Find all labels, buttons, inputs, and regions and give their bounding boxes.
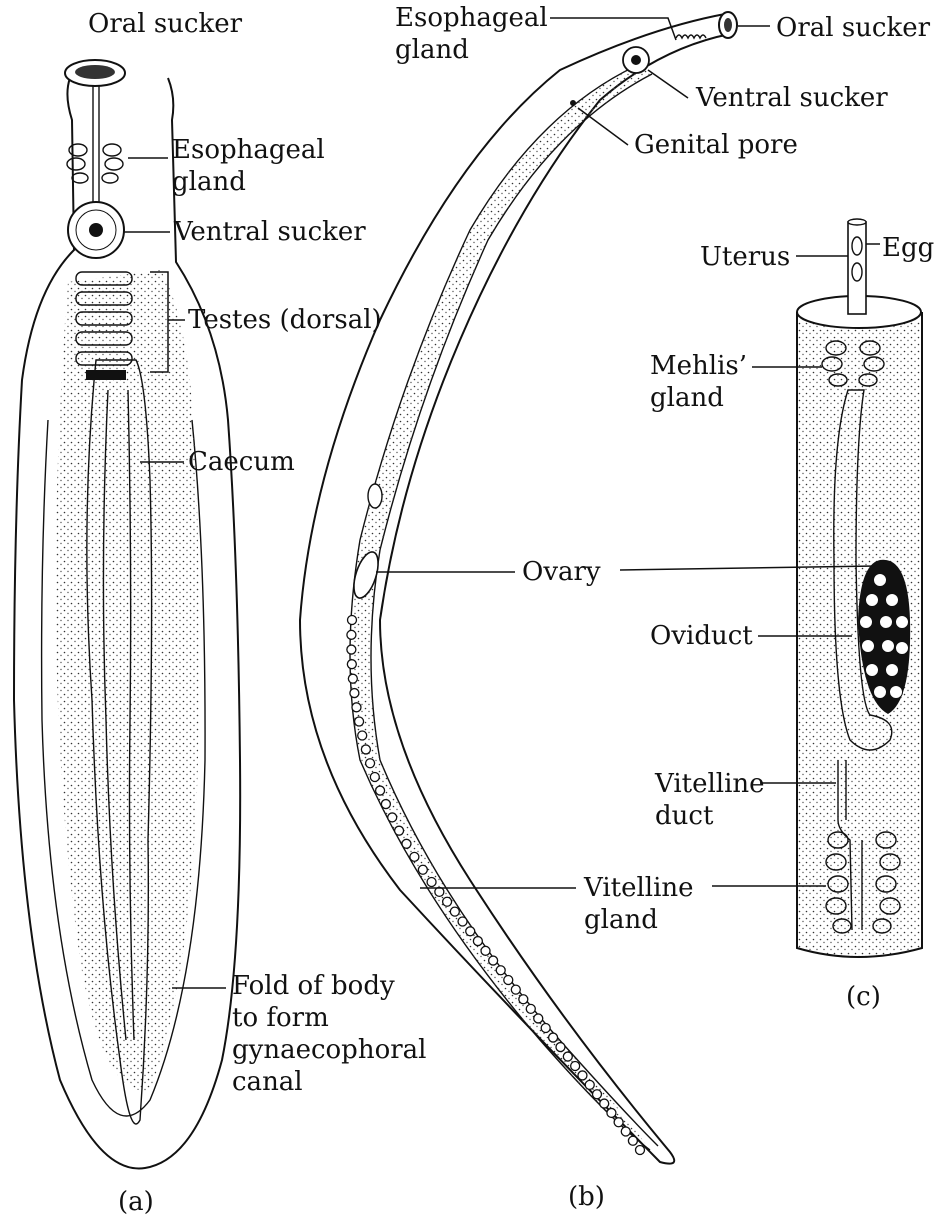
- label-esophageal-a-1: Esophageal: [172, 135, 325, 165]
- label-fold-1: Fold of body: [232, 971, 395, 1001]
- label-fold-3: gynaecophoral: [232, 1035, 426, 1065]
- vitelline-coil: [347, 630, 356, 639]
- vitelline-coil: [376, 786, 385, 795]
- vitelline-coil: [450, 907, 459, 916]
- vitelline-coil: [592, 1090, 601, 1099]
- vitelline-coil: [402, 839, 411, 848]
- ovary-cell: [882, 640, 895, 653]
- label-ventral-sucker-b: Ventral sucker: [695, 83, 888, 113]
- vitelline-coil: [607, 1108, 616, 1117]
- vitelline-coil: [388, 813, 397, 822]
- vitelline-coil: [563, 1052, 572, 1061]
- vitelline-coil: [366, 759, 375, 768]
- body-stipple: [56, 270, 200, 1091]
- ovary-cell: [862, 640, 875, 653]
- vitelline-coil: [466, 927, 475, 936]
- vitelline-coil: [361, 745, 370, 754]
- vitelline-coil: [556, 1043, 565, 1052]
- vitelline-coil: [458, 917, 467, 926]
- vitelline-coil: [348, 616, 357, 625]
- vitelline-coil: [571, 1062, 580, 1071]
- ovary-cell: [860, 616, 873, 629]
- vitelline-coil: [410, 852, 419, 861]
- label-vitelline-duct-1: Vitelline: [654, 769, 765, 799]
- vitelline-coil: [504, 975, 513, 984]
- label-vitelline-duct-2: duct: [655, 801, 714, 831]
- vitelline-coil: [541, 1024, 550, 1033]
- esophageal-gland-b: [676, 35, 706, 38]
- vitelline-coil: [534, 1014, 543, 1023]
- ovary-cell: [866, 594, 879, 607]
- vitelline-coil: [636, 1146, 645, 1155]
- vitelline-coil: [621, 1127, 630, 1136]
- label-esophageal-b-1: Esophageal: [395, 3, 548, 33]
- vitelline-coil: [347, 660, 356, 669]
- vitelline-coil: [443, 897, 452, 906]
- ovary-b: [349, 549, 383, 601]
- vitelline-coil: [496, 966, 505, 975]
- vitelline-coil: [511, 985, 520, 994]
- vitelline-coil: [473, 937, 482, 946]
- vitelline-coil: [427, 877, 436, 886]
- label-ventral-sucker-a: Ventral sucker: [173, 217, 366, 247]
- genital-pore-b: [570, 100, 576, 106]
- caption-b: (b): [568, 1182, 605, 1212]
- vitelline-coil: [489, 956, 498, 965]
- vitelline-coil: [347, 645, 356, 654]
- label-testes: Testes (dorsal): [188, 305, 382, 335]
- vitelline-coil: [628, 1136, 637, 1145]
- label-esophageal-a-2: gland: [172, 167, 246, 197]
- label-oral-sucker-a: Oral sucker: [88, 9, 243, 39]
- label-mehlis-1: Mehlis’: [650, 351, 747, 381]
- vitelline-coil: [395, 826, 404, 835]
- caption-a: (a): [118, 1187, 154, 1217]
- label-ovary: Ovary: [522, 557, 601, 587]
- label-uterus: Uterus: [700, 242, 790, 272]
- ovary-cell: [874, 686, 887, 699]
- vitelline-coil: [614, 1118, 623, 1127]
- vitelline-coil: [526, 1004, 535, 1013]
- ovary-cell: [880, 616, 893, 629]
- label-oviduct: Oviduct: [650, 621, 753, 651]
- caption-c: (c): [846, 982, 881, 1012]
- vitelline-coil: [352, 703, 361, 712]
- ovary-cell: [896, 642, 909, 655]
- vitelline-coil: [481, 946, 490, 955]
- label-esophageal-b-2: gland: [395, 35, 469, 65]
- ovary-cell: [886, 594, 899, 607]
- ovary-cell: [866, 664, 879, 677]
- vitelline-coil: [370, 772, 379, 781]
- vitelline-coil: [578, 1071, 587, 1080]
- egg-c: [852, 237, 862, 255]
- ventral-sucker-a: [68, 202, 124, 258]
- label-oral-sucker-b: Oral sucker: [776, 13, 931, 43]
- label-genital-pore: Genital pore: [634, 130, 798, 160]
- ventral-sucker-b: [623, 47, 649, 73]
- label-caecum: Caecum: [188, 447, 295, 477]
- vitelline-coil: [600, 1099, 609, 1108]
- label-fold-2: to form: [232, 1003, 329, 1033]
- gut-stipple: [350, 64, 652, 1150]
- esophageal-gland-a: [67, 144, 123, 183]
- label-egg: Egg: [882, 233, 934, 263]
- vitelline-coil: [358, 731, 367, 740]
- vitelline-coil: [585, 1080, 594, 1089]
- ovary-cell: [886, 664, 899, 677]
- vitelline-coil: [418, 865, 427, 874]
- vitelline-coil: [355, 717, 364, 726]
- vitelline-coil: [549, 1033, 558, 1042]
- ovary-cell: [896, 616, 909, 629]
- label-fold-4: canal: [232, 1067, 303, 1097]
- label-vitelline-gland-1: Vitelline: [583, 873, 694, 903]
- ovary-cell: [890, 686, 903, 699]
- label-mehlis-2: gland: [650, 383, 724, 413]
- vitelline-coil: [381, 800, 390, 809]
- ovary-cell: [874, 574, 887, 587]
- vitelline-coil: [350, 689, 359, 698]
- vitelline-coil: [348, 674, 357, 683]
- label-vitelline-gland-2: gland: [584, 905, 658, 935]
- vitelline-coil: [519, 995, 528, 1004]
